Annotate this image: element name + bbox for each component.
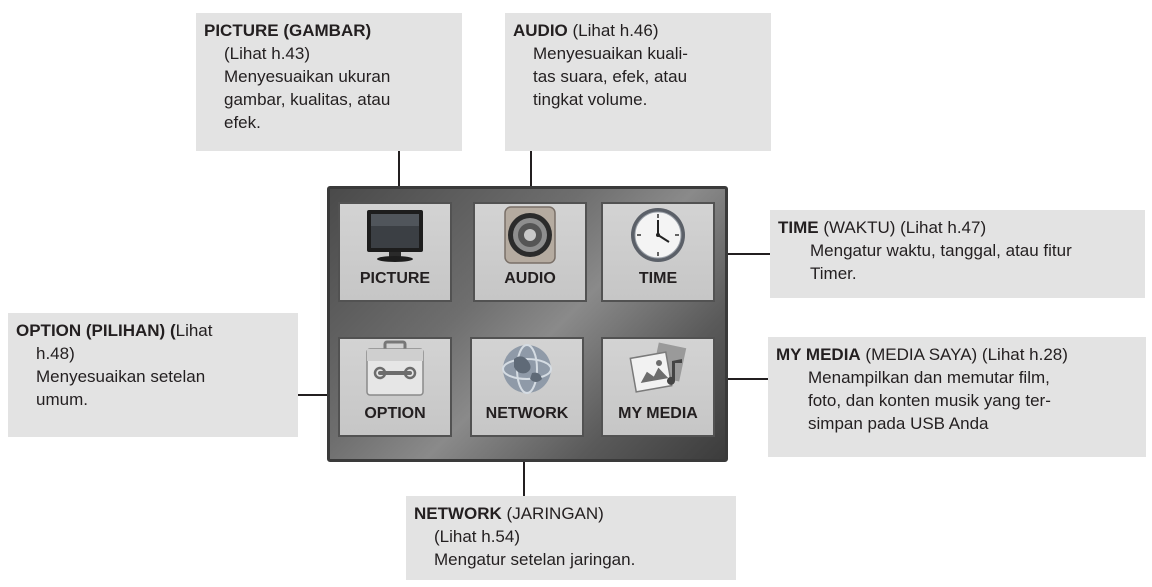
home-menu-panel: PICTURE AUDIO TIME: [327, 186, 728, 462]
callout-picture-line-2: Menyesuaikan ukuran: [224, 67, 391, 86]
globe-icon: [502, 344, 552, 394]
speaker-icon: [504, 206, 556, 264]
connector-picture: [398, 151, 400, 201]
menu-tile-audio-label: AUDIO: [504, 270, 556, 287]
callout-my-media-line-1: Menampilkan dan memutar film,: [808, 368, 1050, 387]
connector-network: [523, 450, 525, 496]
callout-time-line-1: Mengatur waktu, tanggal, atau fitur: [810, 241, 1072, 260]
callout-option-line-3: umum.: [36, 390, 88, 409]
menu-tile-network[interactable]: NETWORK: [470, 337, 584, 437]
callout-time-title: TIME: [778, 218, 819, 237]
callout-picture-line-1: (Lihat h.43): [224, 44, 310, 63]
connector-my-media: [712, 378, 768, 380]
menu-tile-picture[interactable]: PICTURE: [338, 202, 452, 302]
callout-my-media-line-3: simpan pada USB Anda: [808, 414, 989, 433]
callout-audio-ref: (Lihat h.46): [567, 21, 659, 40]
menu-tile-option-label: OPTION: [364, 405, 426, 422]
callout-time-line-2: Timer.: [810, 264, 857, 283]
menu-tile-my-media[interactable]: MY MEDIA: [601, 337, 715, 437]
connector-option: [298, 394, 342, 396]
callout-option-title: OPTION (PILIHAN) (: [16, 321, 176, 340]
callout-option-ref: Lihat: [175, 321, 213, 340]
connector-time: [712, 253, 770, 255]
callout-audio-title: AUDIO: [513, 21, 568, 40]
callout-my-media-title: MY MEDIA: [776, 345, 861, 364]
menu-tile-network-label: NETWORK: [485, 405, 569, 422]
callout-time-ref: (WAKTU) (Lihat h.47): [818, 218, 987, 237]
toolbox-icon: [366, 340, 424, 396]
callout-audio: AUDIO (Lihat h.46) Menyesuaikan kuali- t…: [505, 13, 771, 151]
callout-my-media-ref: (MEDIA SAYA) (Lihat h.28): [860, 345, 1068, 364]
callout-picture: PICTURE (GAMBAR) (Lihat h.43) Menyesuaik…: [196, 13, 462, 151]
menu-tile-audio[interactable]: AUDIO: [473, 202, 587, 302]
clock-icon: [631, 208, 685, 262]
callout-my-media: MY MEDIA (MEDIA SAYA) (Lihat h.28) Menam…: [768, 337, 1146, 457]
callout-network-line-1: (Lihat h.54): [434, 527, 520, 546]
menu-tile-time[interactable]: TIME: [601, 202, 715, 302]
callout-picture-line-4: efek.: [224, 113, 261, 132]
media-icon: [629, 342, 687, 393]
callout-network-title: NETWORK: [414, 504, 502, 523]
menu-tile-picture-label: PICTURE: [359, 270, 431, 287]
callout-picture-title: PICTURE (GAMBAR): [204, 21, 372, 40]
callout-network-ref: (JARINGAN): [501, 504, 604, 523]
callout-time: TIME (WAKTU) (Lihat h.47) Mengatur waktu…: [770, 210, 1145, 298]
menu-tile-option[interactable]: OPTION: [338, 337, 452, 437]
callout-picture-line-3: gambar, kualitas, atau: [224, 90, 391, 109]
callout-audio-line-1: Menyesuaikan kuali-: [533, 44, 688, 63]
connector-audio: [530, 151, 532, 201]
callout-option-line-2: Menyesuaikan setelan: [36, 367, 206, 386]
callout-network-line-2: Mengatur setelan jaringan.: [434, 550, 636, 569]
menu-tile-time-label: TIME: [638, 270, 678, 287]
menu-tile-my-media-label: MY MEDIA: [618, 405, 698, 422]
callout-network: NETWORK (JARINGAN) (Lihat h.54) Mengatur…: [406, 496, 736, 580]
callout-audio-line-2: tas suara, efek, atau: [533, 67, 688, 86]
callout-option: OPTION (PILIHAN) (Lihat h.48) Menyesuaik…: [8, 313, 298, 437]
callout-option-line-1: h.48): [36, 344, 75, 363]
callout-my-media-line-2: foto, dan konten musik yang ter-: [808, 391, 1051, 410]
tv-icon: [367, 210, 423, 262]
callout-audio-line-3: tingkat volume.: [533, 90, 648, 109]
